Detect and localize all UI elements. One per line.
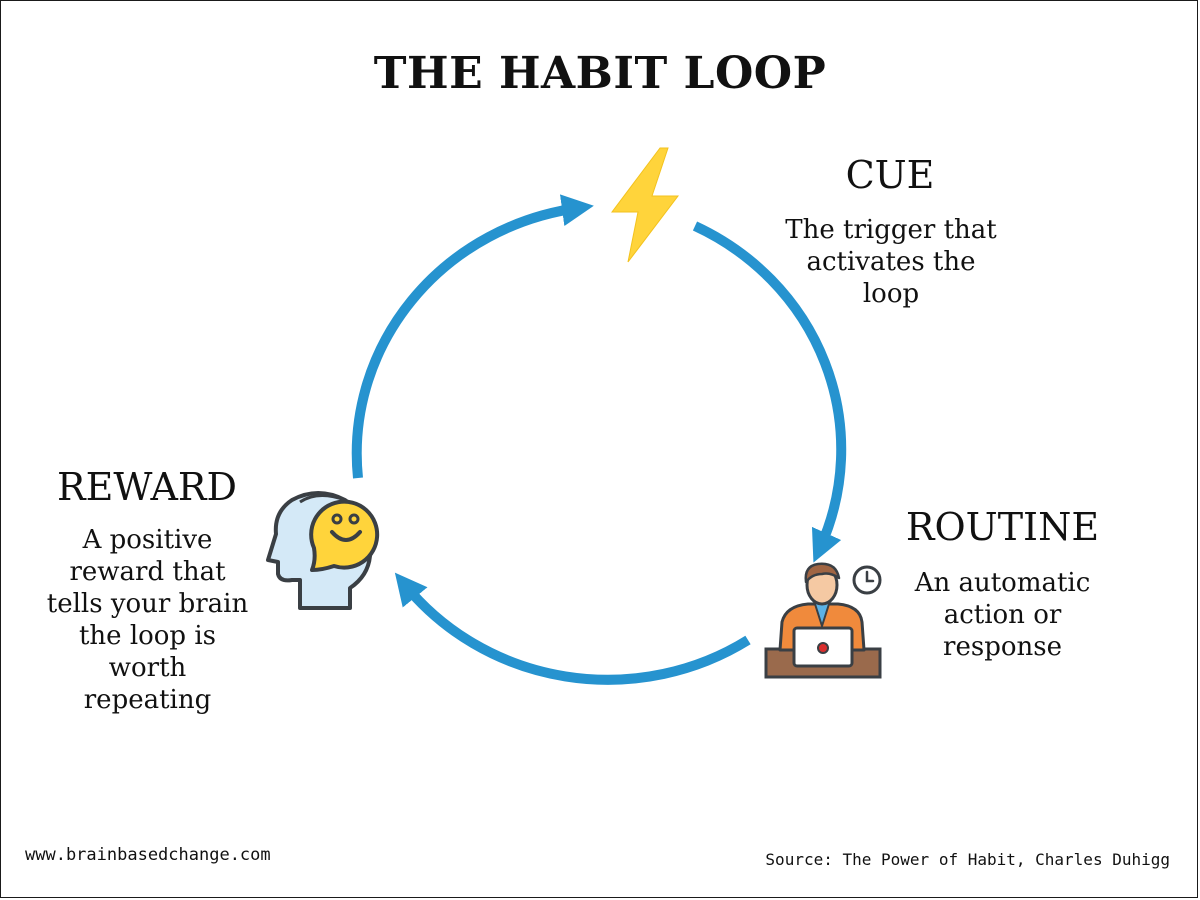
source-citation: Source: The Power of Habit, Charles Duhi… [765, 850, 1170, 869]
diagram-title: THE HABIT LOOP [373, 48, 827, 99]
routine-heading: ROUTINE [905, 505, 1100, 549]
person-at-laptop-icon [764, 562, 882, 679]
cue-to-routine-arrow [692, 221, 847, 563]
routine-to-reward-arrow [394, 572, 751, 685]
routine-description: An automatic action or response [914, 568, 1091, 662]
reward-heading: REWARD [56, 465, 238, 509]
lightning-bolt-icon [611, 147, 680, 263]
cue-heading: CUE [845, 153, 935, 197]
reward-to-cue-arrow [351, 194, 594, 479]
cue-description: The trigger that activates the loop [785, 215, 997, 309]
website-credit: www.brainbasedchange.com [25, 845, 271, 865]
smiling-head-icon [266, 491, 380, 610]
reward-description: A positive reward that tells your brain … [46, 525, 249, 715]
